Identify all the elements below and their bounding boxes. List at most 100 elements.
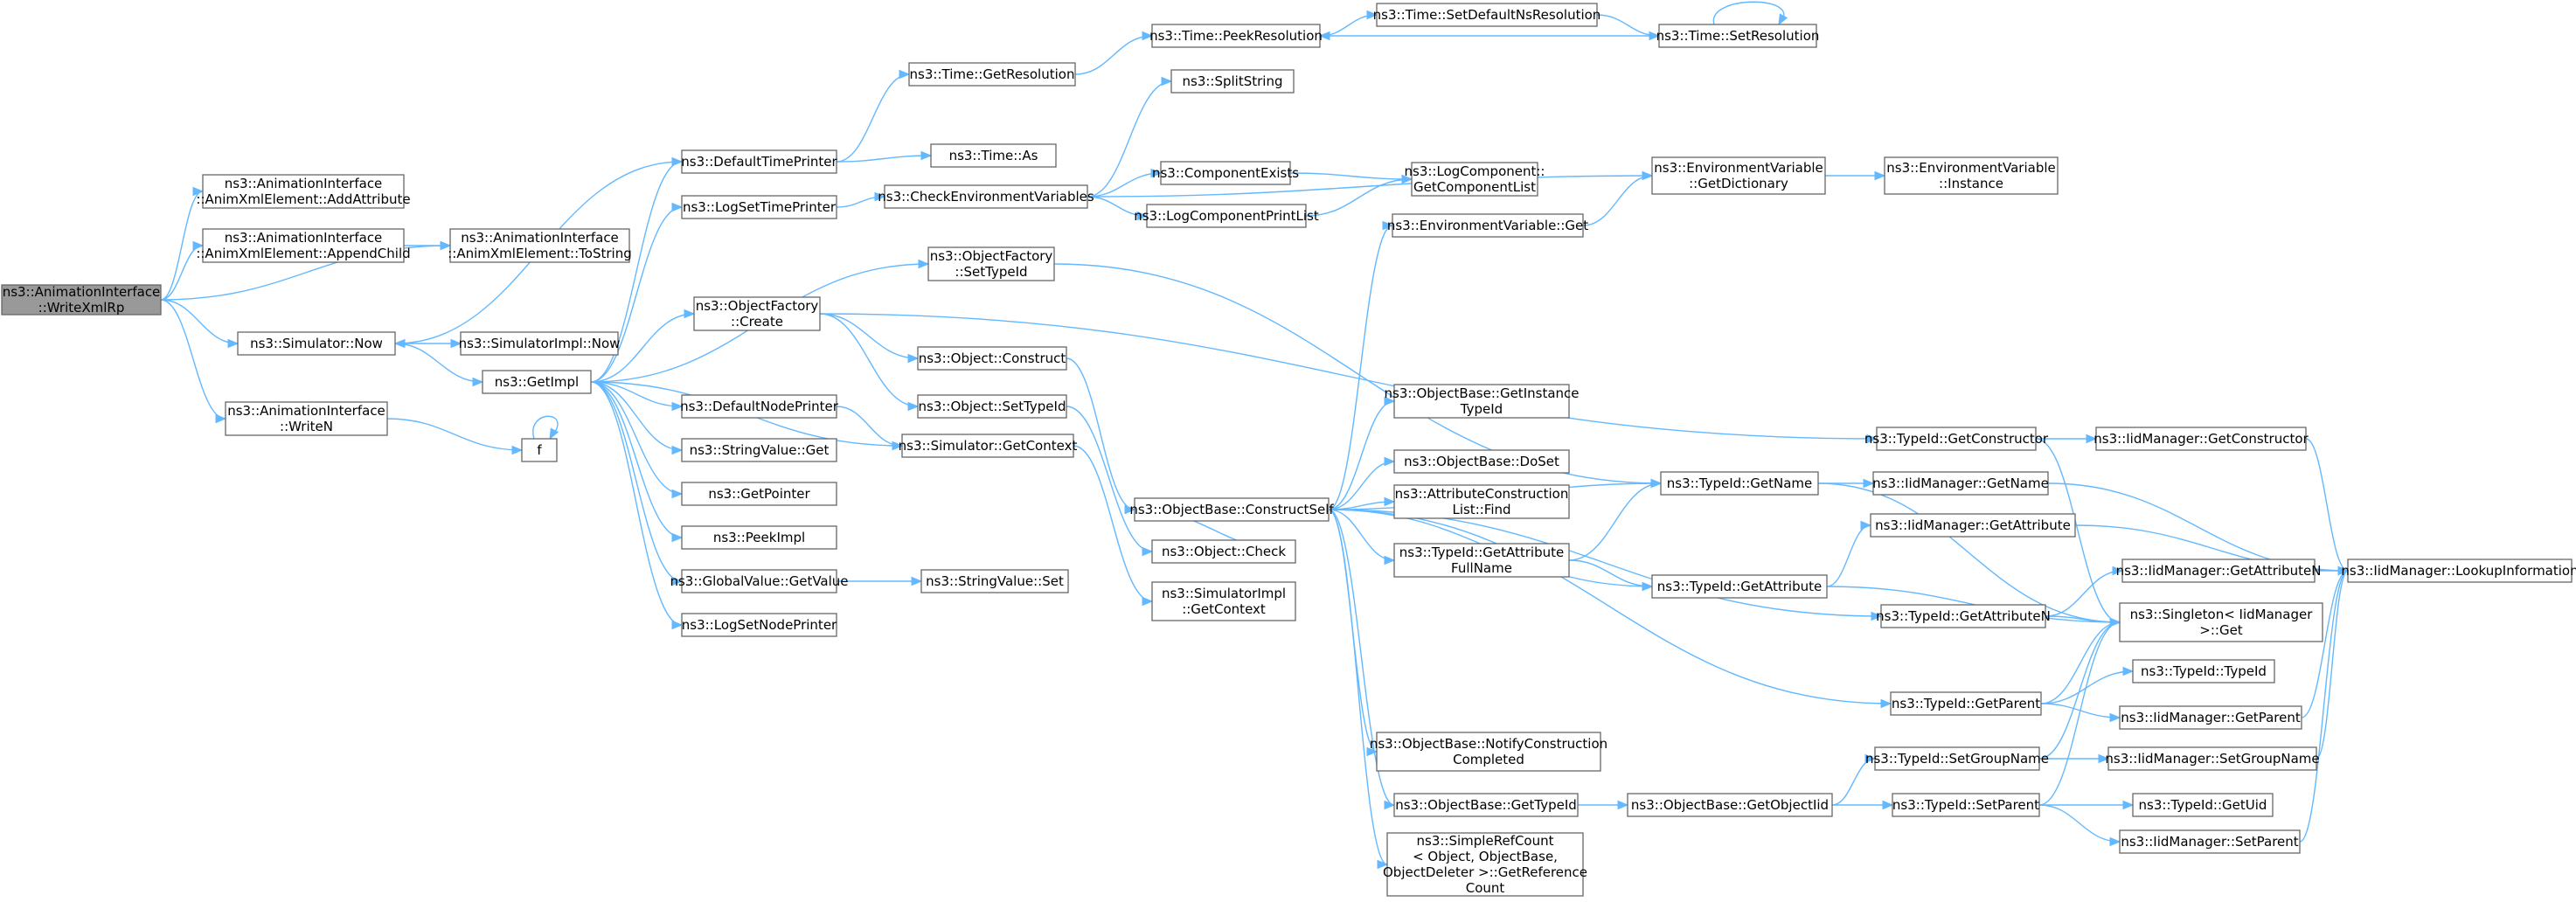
node-label: ::Instance [1939,176,2003,191]
node-box [1870,513,2076,538]
node-typeIdGetName[interactable]: ns3::TypeId::GetName [1660,471,1819,496]
node-typeIdTypeId[interactable]: ns3::TypeId::TypeId [2132,659,2275,683]
node-toString[interactable]: ns3::AnimationInterface::AnimXmlElement:… [448,228,632,263]
node-objBaseGetTypeId[interactable]: ns3::ObjectBase::GetTypeId [1393,793,1579,817]
node-box [1411,162,1538,197]
node-box [1393,384,1570,419]
node-simImplNow[interactable]: ns3::SimulatorImpl::Now [459,331,621,356]
node-getImpl[interactable]: ns3::GetImpl [482,370,592,394]
node-label: ns3::Object::SetTypeId [919,399,1066,414]
node-box [2121,559,2316,583]
node-objCheck[interactable]: ns3::Object::Check [1151,539,1296,564]
node-iidLookup[interactable]: ns3::IidManager::LookupInformation [2341,559,2576,583]
node-globalGetValue[interactable]: ns3::GlobalValue::GetValue [670,569,849,593]
node-timeAs[interactable]: ns3::Time::As [930,143,1057,168]
node-simNow[interactable]: ns3::Simulator::Now [237,331,396,356]
node-simpleRefCount[interactable]: ns3::SimpleRefCount< Object, ObjectBase,… [1383,832,1587,897]
edge-objBaseGetObjectIid-to-typeIdSetParent [1832,800,1894,810]
node-typeIdGetParent[interactable]: ns3::TypeId::GetParent [1890,691,2042,716]
node-defTimePrinter[interactable]: ns3::DefaultTimePrinter [681,149,838,174]
node-objConstruct[interactable]: ns3::Object::Construct [917,346,1067,371]
node-box [1151,24,1321,48]
node-iidSetParent[interactable]: ns3::IidManager::SetParent [2119,829,2301,854]
node-label: ns3::ObjectBase::ConstructSelf [1129,502,1334,517]
edge-iidSetParent-to-iidLookup [2299,565,2350,843]
arrowhead-icon [1650,478,1663,489]
node-addAttr[interactable]: ns3::AnimationInterface::AnimXmlElement:… [196,174,411,209]
node-logSetNodePrinter[interactable]: ns3::LogSetNodePrinter [681,613,837,637]
node-typeIdGetAttr[interactable]: ns3::TypeId::GetAttribute [1651,574,1828,599]
node-objSetTypeId[interactable]: ns3::Object::SetTypeId [917,394,1067,419]
node-box [225,401,388,436]
arrowhead-icon [549,427,559,441]
arrowhead-icon [393,338,406,349]
node-label: ns3::TypeId::GetParent [1892,696,2040,711]
node-iidGetParent[interactable]: ns3::IidManager::GetParent [2119,705,2302,730]
node-compExists[interactable]: ns3::ComponentExists [1152,161,1299,185]
node-strValSet[interactable]: ns3::StringValue::Set [920,569,1069,593]
node-envGetDict[interactable]: ns3::EnvironmentVariable::GetDictionary [1651,156,1826,195]
node-box [681,149,837,174]
node-f[interactable]: f [521,438,558,462]
node-objBaseNotify[interactable]: ns3::ObjectBase::NotifyConstructionCompl… [1370,732,1607,772]
node-singletonGet[interactable]: ns3::Singleton< IidManager>::Get [2119,602,2323,642]
node-box [1660,471,1819,496]
node-label: ::AnimXmlElement::AppendChild [196,246,410,261]
node-timePeekRes[interactable]: ns3::Time::PeekResolution [1149,24,1323,48]
node-defNodePrinter[interactable]: ns3::DefaultNodePrinter [680,394,839,419]
node-strValGet[interactable]: ns3::StringValue::Get [681,438,837,462]
edge-iidGetCtor-to-iidLookup [2305,438,2350,576]
node-timeGetRes[interactable]: ns3::Time::GetResolution [908,62,1076,87]
node-peekImpl[interactable]: ns3::PeekImpl [681,525,837,550]
node-timeSetRes[interactable]: ns3::Time::SetResolution [1656,24,1820,48]
node-envInstance[interactable]: ns3::EnvironmentVariable::Instance [1884,156,2059,195]
arrowhead-icon [920,150,933,161]
node-root-function[interactable]: ns3::AnimationInterface::WriteXmlRp [1,284,162,316]
node-objBaseDoSet[interactable]: ns3::ObjectBase::DoSet [1393,449,1570,474]
arrowhead-icon [472,377,484,387]
edge-line [532,415,559,440]
node-iidGetName[interactable]: ns3::IidManager::GetName [1872,471,2049,496]
node-iidGetAttrN[interactable]: ns3::IidManager::GetAttributeN [2116,559,2322,583]
node-box [460,331,619,356]
node-objBaseGetObjectIid[interactable]: ns3::ObjectBase::GetObjectIid [1627,793,1833,817]
edge-line [1817,482,2121,623]
edge-typeIdSetParent-to-typeIdGetUid [2039,800,2135,810]
edge-line [1066,357,1135,510]
edge-getImpl-to-objFactCreate [590,309,696,383]
node-timeSetDefNs[interactable]: ns3::Time::SetDefaultNsResolution [1373,3,1601,27]
node-typeIdGetAttrN[interactable]: ns3::TypeId::GetAttributeN [1876,604,2051,628]
node-getPointer[interactable]: ns3::GetPointer [681,482,837,506]
node-typeIdGetUid[interactable]: ns3::TypeId::GetUid [2132,793,2274,817]
edge-line [2035,438,2121,623]
edge-timeSetRes-to-timePeekRes [1318,31,1659,41]
node-iidSetGroupName[interactable]: ns3::IidManager::SetGroupName [2105,746,2320,771]
node-appendChild[interactable]: ns3::AnimationInterface::AnimXmlElement:… [196,228,411,263]
node-writeN[interactable]: ns3::AnimationInterface::WriteN [225,401,388,436]
node-simGetContext[interactable]: ns3::Simulator::GetContext [899,434,1078,458]
node-objBaseConstructSelf[interactable]: ns3::ObjectBase::ConstructSelf [1129,497,1334,522]
node-box [1392,213,1584,238]
node-objFactCreate[interactable]: ns3::ObjectFactory::Create [693,296,821,331]
node-typeIdSetParent[interactable]: ns3::TypeId::SetParent [1892,793,2040,817]
node-iidGetAttr[interactable]: ns3::IidManager::GetAttribute [1870,513,2076,538]
node-checkEnv[interactable]: ns3::CheckEnvironmentVariables [878,184,1094,209]
node-box [1880,604,2046,628]
node-logCompPrint[interactable]: ns3::LogComponentPrintList [1134,204,1319,228]
node-splitString[interactable]: ns3::SplitString [1170,69,1295,94]
node-logCompGetList[interactable]: ns3::LogComponent::GetComponentList [1405,162,1545,197]
node-label: FullName [1451,560,1512,576]
node-logSetTimePrinter[interactable]: ns3::LogSetTimePrinter [681,195,837,219]
node-typeIdGetCtor[interactable]: ns3::TypeId::GetConstructor [1864,427,2049,451]
node-typeIdSetGroupName[interactable]: ns3::TypeId::SetGroupName [1865,746,2049,771]
node-envGet[interactable]: ns3::EnvironmentVariable::Get [1387,213,1588,238]
node-box [681,525,837,550]
edge-line [590,313,695,383]
node-iidGetCtor[interactable]: ns3::IidManager::GetConstructor [2093,427,2309,451]
node-simImplGetContext[interactable]: ns3::SimulatorImpl::GetContext [1151,581,1296,621]
node-label: ns3::TypeId::SetGroupName [1865,751,2049,767]
node-objFactSetTypeId[interactable]: ns3::ObjectFactory::SetTypeId [927,246,1055,281]
